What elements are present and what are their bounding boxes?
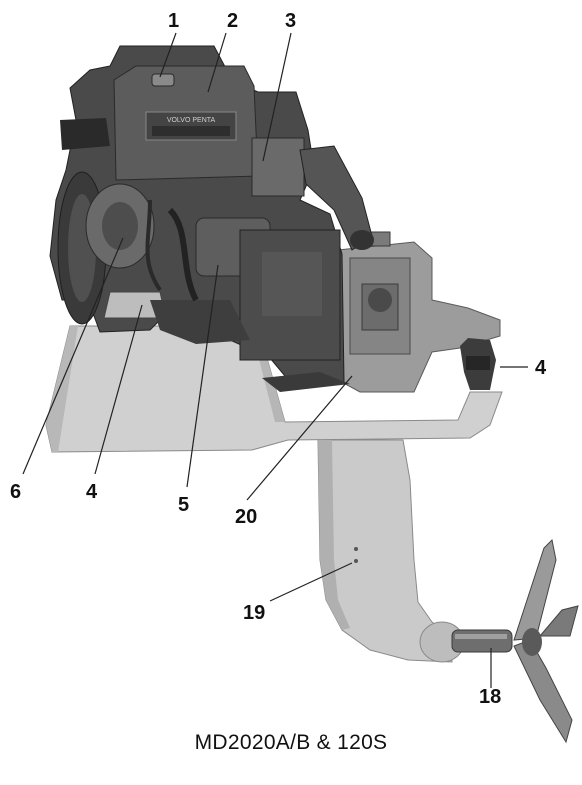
callout-5: 5 [178,494,190,516]
leader-2 [207,32,227,93]
drive-leg [317,439,465,663]
callout-2: 2 [227,10,239,32]
leader-6 [22,237,124,475]
base-plate [45,325,503,453]
callout-6: 6 [10,481,22,503]
engine-block: VOLVO PENTA [49,45,374,383]
figure-caption: MD2020A/B & 120S [194,731,388,754]
callout-4-left: 4 [86,481,98,503]
callout-3: 3 [285,10,297,32]
callout-20: 20 [235,506,258,528]
leader-4l [94,304,143,475]
propeller [451,538,579,744]
leader-20 [246,375,353,501]
transmission-housing [337,231,501,393]
engine-mount-rear [262,372,350,392]
callout-4-right: 4 [535,357,547,379]
callout-18: 18 [479,686,502,708]
leader-5 [186,264,219,488]
leader-19 [269,562,353,602]
leader-1 [159,32,177,78]
engine-emblem: VOLVO PENTA [167,117,216,124]
callout-1: 1 [168,10,180,32]
leader-3 [262,32,292,162]
leader-lines [22,32,528,688]
callout-19: 19 [243,602,266,624]
